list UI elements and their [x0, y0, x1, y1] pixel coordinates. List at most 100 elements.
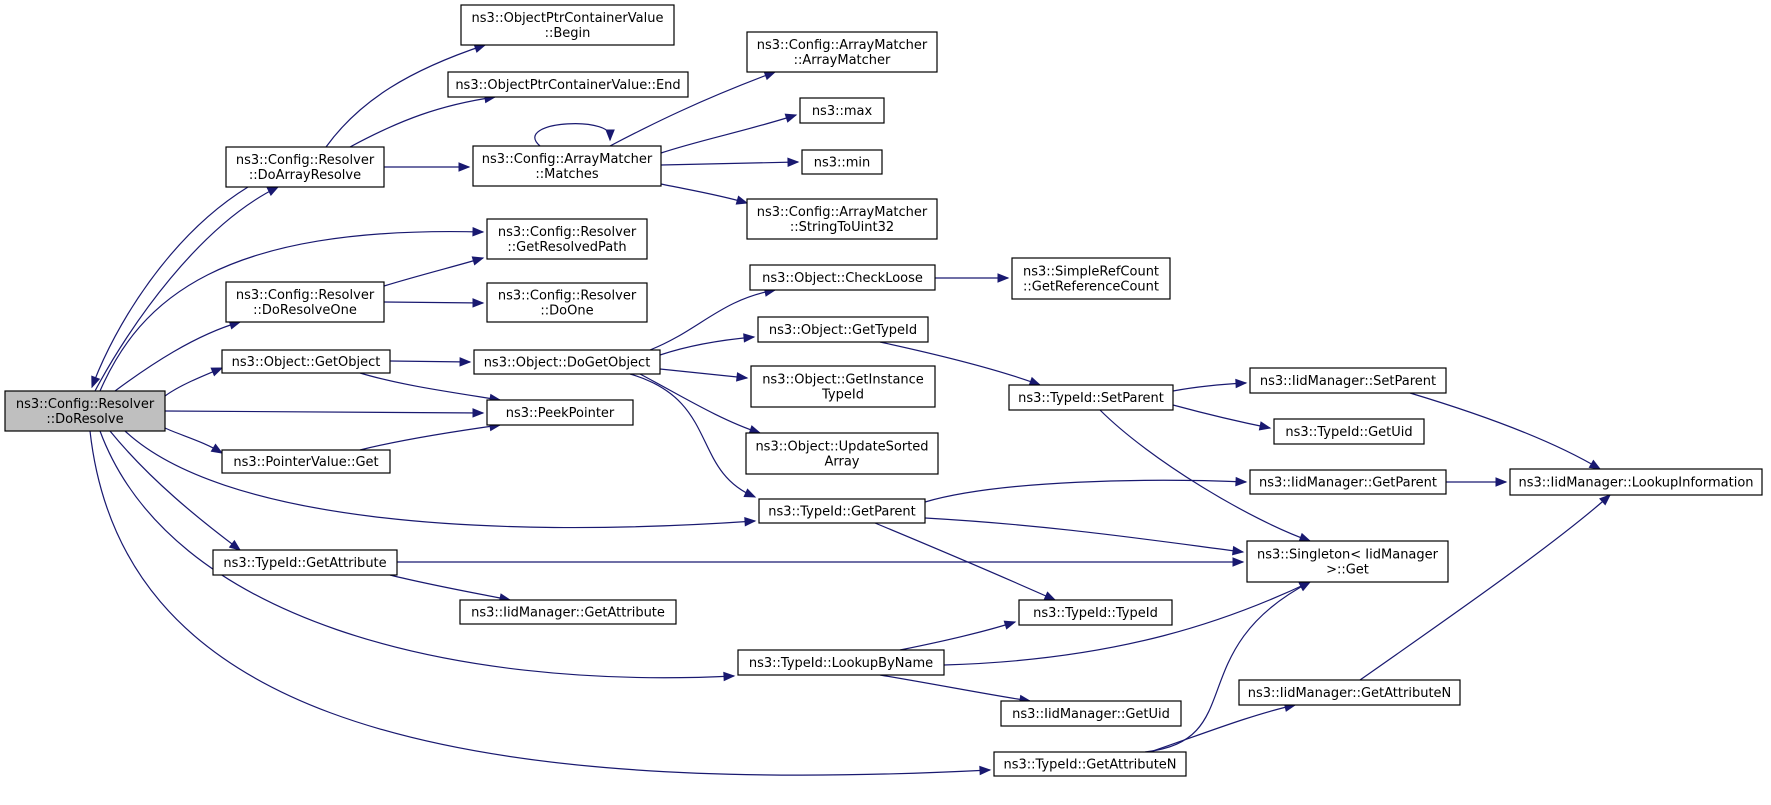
edge-line: [114, 321, 241, 392]
node-getresolvedpath[interactable]: ns3::Config::Resolver::GetResolvedPath: [486, 218, 648, 260]
edge-arrowhead: [723, 671, 736, 682]
node-box: [750, 365, 936, 408]
edge-line: [349, 96, 496, 148]
edge-arrowhead: [472, 408, 485, 418]
edges-layer: [89, 43, 1612, 776]
edge-doresolve-to-lookupbyname: [99, 430, 736, 682]
node-min[interactable]: ns3::min: [801, 149, 883, 175]
edge-line: [924, 479, 1247, 503]
node-iid_getuid[interactable]: ns3::IidManager::GetUid: [1000, 700, 1182, 727]
edge-arrowhead: [1495, 477, 1508, 487]
node-iid_lookupinfo[interactable]: ns3::IidManager::LookupInformation: [1509, 468, 1763, 496]
node-box: [758, 498, 926, 524]
node-dogetobject[interactable]: ns3::Object::DoGetObject: [473, 349, 661, 375]
node-box: [4, 390, 166, 432]
node-dorarrayresolve[interactable]: ns3::Config::Resolver::DoArrayResolve: [225, 146, 385, 188]
node-obj_gettypeid[interactable]: ns3::Object::GetTypeId: [757, 316, 929, 343]
node-am_ctor[interactable]: ns3::Config::ArrayMatcher::ArrayMatcher: [746, 31, 938, 73]
node-box: [486, 218, 648, 260]
node-box: [1249, 367, 1447, 394]
node-singleton_get[interactable]: ns3::Singleton< IidManager>::Get: [1246, 540, 1449, 583]
edge-line: [660, 183, 748, 204]
node-label: ::DoResolve: [46, 412, 123, 427]
node-iid_getparent[interactable]: ns3::IidManager::GetParent: [1249, 469, 1447, 495]
node-pvget[interactable]: ns3::PointerValue::Get: [221, 449, 391, 474]
edge-line: [109, 430, 241, 551]
node-iid_getattribute[interactable]: ns3::IidManager::GetAttribute: [459, 599, 677, 625]
edge-line: [1149, 704, 1296, 753]
edge-arrowhead: [1235, 378, 1248, 389]
edge-line: [91, 186, 249, 388]
edge-arrowhead: [1588, 459, 1602, 470]
edge-doresolve-to-peekpointer: [164, 408, 485, 418]
node-label: ns3::Config::Resolver: [16, 397, 155, 412]
node-label: ns3::Object::CheckLoose: [762, 271, 923, 286]
node-doresolveone[interactable]: ns3::Config::Resolver::DoResolveOne: [225, 281, 385, 323]
edge-arrowhead: [471, 256, 485, 266]
node-checkloose[interactable]: ns3::Object::CheckLoose: [749, 264, 936, 291]
node-box: [225, 146, 385, 188]
node-peekpointer[interactable]: ns3::PeekPointer: [486, 399, 634, 426]
node-opcv_end[interactable]: ns3::ObjectPtrContainerValue::End: [447, 71, 689, 98]
node-getrefcount[interactable]: ns3::SimpleRefCount::GetReferenceCount: [1011, 257, 1171, 300]
node-tid_getparent[interactable]: ns3::TypeId::GetParent: [758, 498, 926, 524]
edge-arrowhead: [472, 298, 485, 308]
node-iid_getattributen[interactable]: ns3::IidManager::GetAttributeN: [1238, 679, 1461, 706]
node-tid_setparent[interactable]: ns3::TypeId::SetParent: [1008, 384, 1174, 411]
node-lookupbyname[interactable]: ns3::TypeId::LookupByName: [737, 649, 945, 676]
node-box: [221, 449, 391, 474]
node-doresolve[interactable]: ns3::Config::Resolver::DoResolve: [4, 390, 166, 432]
node-am_matches[interactable]: ns3::Config::ArrayMatcher::Matches: [472, 145, 662, 187]
node-tid_getattribute[interactable]: ns3::TypeId::GetAttribute: [212, 549, 398, 576]
edge-arrowhead: [736, 372, 749, 382]
node-box: [1000, 700, 1182, 727]
node-getobject[interactable]: ns3::Object::GetObject: [221, 349, 391, 374]
edge-doresolveone-to-getresolvedpath: [383, 256, 485, 287]
node-tid_getuid[interactable]: ns3::TypeId::GetUid: [1273, 418, 1425, 445]
edge-arrowhead: [91, 375, 101, 389]
edge-line: [389, 360, 471, 363]
edge-tid_getparent-to-singleton_get: [924, 517, 1245, 556]
edge-am_matches-to-am_stou32: [660, 183, 749, 205]
node-label: ns3::TypeId::GetUid: [1285, 425, 1412, 440]
edge-line: [89, 430, 991, 776]
node-label: >::Get: [1326, 563, 1369, 578]
node-label: ::DoArrayResolve: [249, 168, 361, 183]
node-box: [473, 349, 661, 375]
edge-line: [924, 517, 1244, 553]
node-opcv_begin[interactable]: ns3::ObjectPtrContainerValue::Begin: [460, 4, 675, 46]
node-label: ns3::Object::DoGetObject: [484, 356, 651, 371]
node-box: [1008, 384, 1174, 411]
edge-arrowhead: [605, 129, 615, 142]
edge-dogetobject-to-checkloose: [649, 287, 777, 351]
edge-line: [383, 301, 484, 304]
node-label: ::StringToUint32: [790, 220, 894, 235]
node-max[interactable]: ns3::max: [799, 97, 885, 124]
node-tid_getattributen[interactable]: ns3::TypeId::GetAttributeN: [993, 751, 1187, 777]
edge-line: [164, 410, 484, 414]
node-label: ns3::Config::ArrayMatcher: [757, 205, 928, 220]
node-box: [746, 198, 938, 240]
edge-line: [639, 373, 761, 434]
edge-tid_setparent-to-singleton_get: [1099, 409, 1312, 542]
edge-arrowhead: [763, 71, 777, 81]
edge-arrowhead: [1232, 545, 1245, 556]
edge-arrowhead: [472, 227, 485, 237]
node-box: [746, 31, 938, 73]
node-label: ns3::IidManager::LookupInformation: [1518, 476, 1753, 491]
node-am_stou32[interactable]: ns3::Config::ArrayMatcher::StringToUint3…: [746, 198, 938, 240]
edge-arrowhead: [784, 113, 798, 123]
node-label: ns3::max: [812, 104, 873, 119]
node-label: ::DoResolveOne: [253, 303, 357, 318]
edge-line: [99, 430, 735, 679]
edge-arrowhead: [228, 539, 242, 551]
node-iid_setparent[interactable]: ns3::IidManager::SetParent: [1249, 367, 1447, 394]
edge-arrowhead: [1028, 376, 1042, 386]
node-doone[interactable]: ns3::Config::Resolver::DoOne: [486, 282, 648, 323]
node-tid_typeid[interactable]: ns3::TypeId::TypeId: [1018, 599, 1173, 626]
edge-line: [359, 424, 501, 451]
node-label: ns3::TypeId::GetAttribute: [223, 556, 386, 571]
edge-arrowhead: [1599, 494, 1612, 506]
